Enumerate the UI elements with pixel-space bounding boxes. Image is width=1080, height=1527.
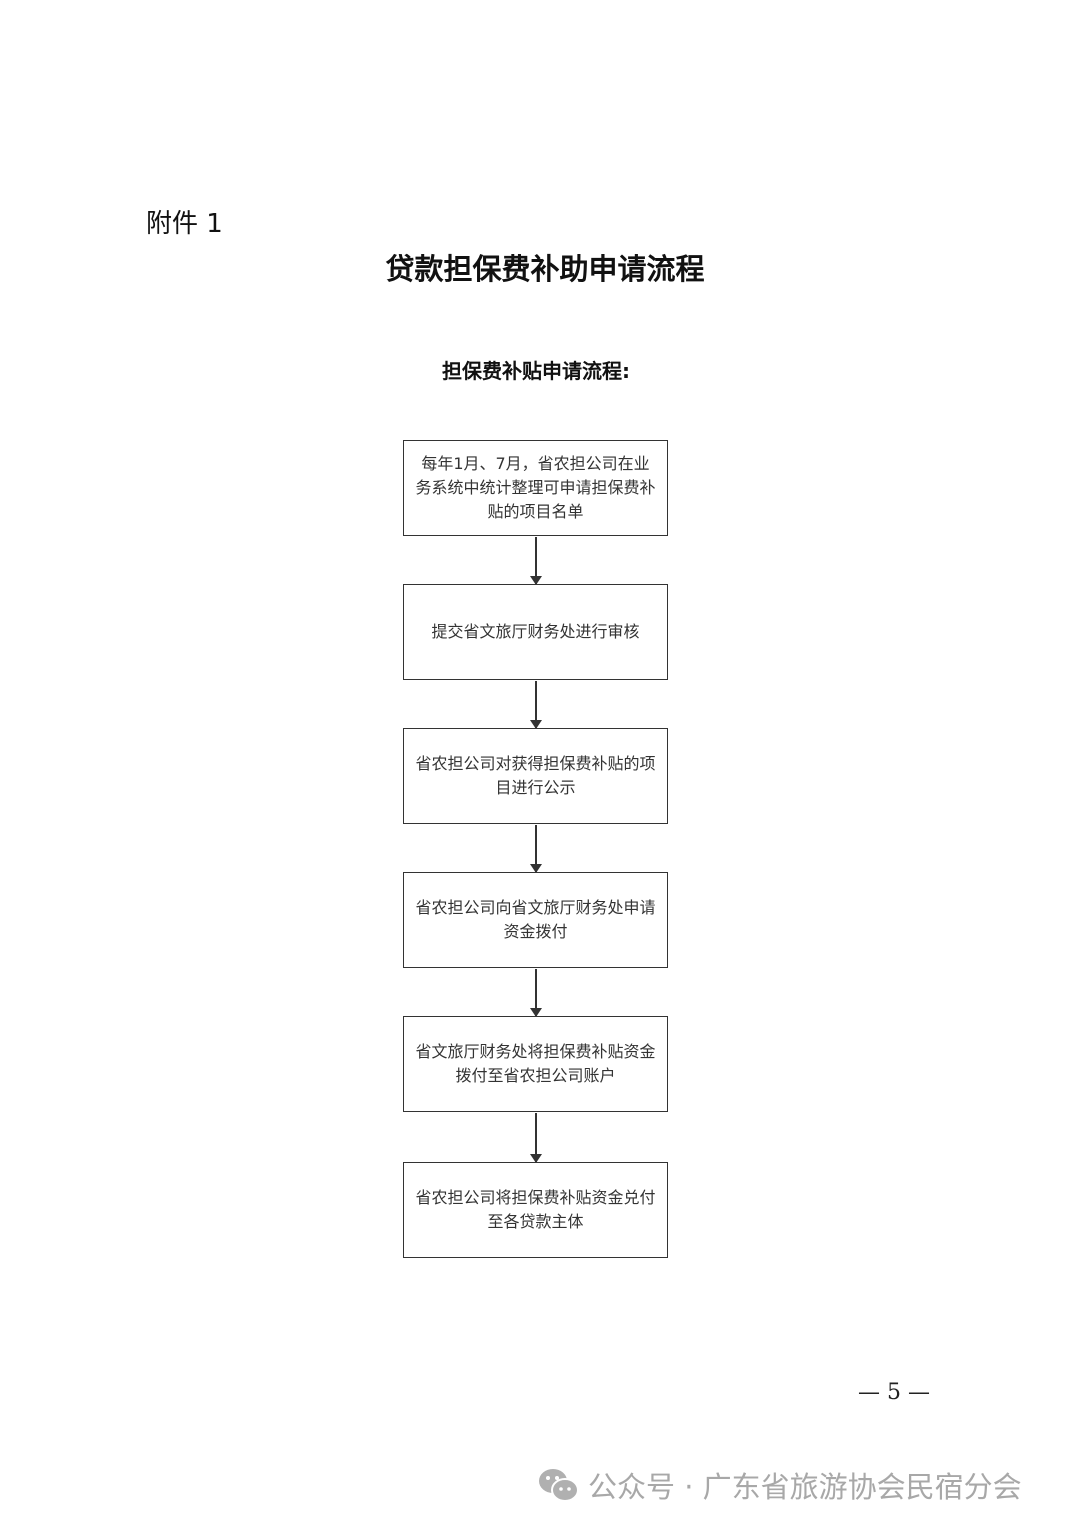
flow-step-5: 省文旅厅财务处将担保费补贴资金拨付至省农担公司账户 bbox=[403, 1016, 668, 1112]
flow-step-6: 省农担公司将担保费补贴资金兑付至各贷款主体 bbox=[403, 1162, 668, 1258]
flowchart-heading: 担保费补贴申请流程: bbox=[442, 359, 630, 383]
arrow-down-icon bbox=[530, 825, 542, 873]
flow-step-4: 省农担公司向省文旅厅财务处申请资金拨付 bbox=[403, 872, 668, 968]
arrow-down-icon bbox=[530, 681, 542, 729]
attachment-label: 附件 1 bbox=[146, 209, 223, 239]
flow-step-2: 提交省文旅厅财务处进行审核 bbox=[403, 584, 668, 680]
flow-step-1: 每年1月、7月，省农担公司在业务系统中统计整理可申请担保费补贴的项目名单 bbox=[403, 440, 668, 536]
arrow-down-icon bbox=[530, 537, 542, 585]
document-title: 贷款担保费补助申请流程 bbox=[385, 252, 705, 286]
page-number: — 5 — bbox=[858, 1380, 930, 1405]
arrow-down-icon bbox=[530, 1113, 542, 1163]
watermark: 公众号 · 广东省旅游协会民宿分会 bbox=[538, 1464, 1022, 1506]
watermark-text: 公众号 · 广东省旅游协会民宿分会 bbox=[588, 1470, 1022, 1504]
flow-step-3: 省农担公司对获得担保费补贴的项目进行公示 bbox=[403, 728, 668, 824]
arrow-down-icon bbox=[530, 969, 542, 1017]
wechat-icon bbox=[539, 1469, 579, 1502]
